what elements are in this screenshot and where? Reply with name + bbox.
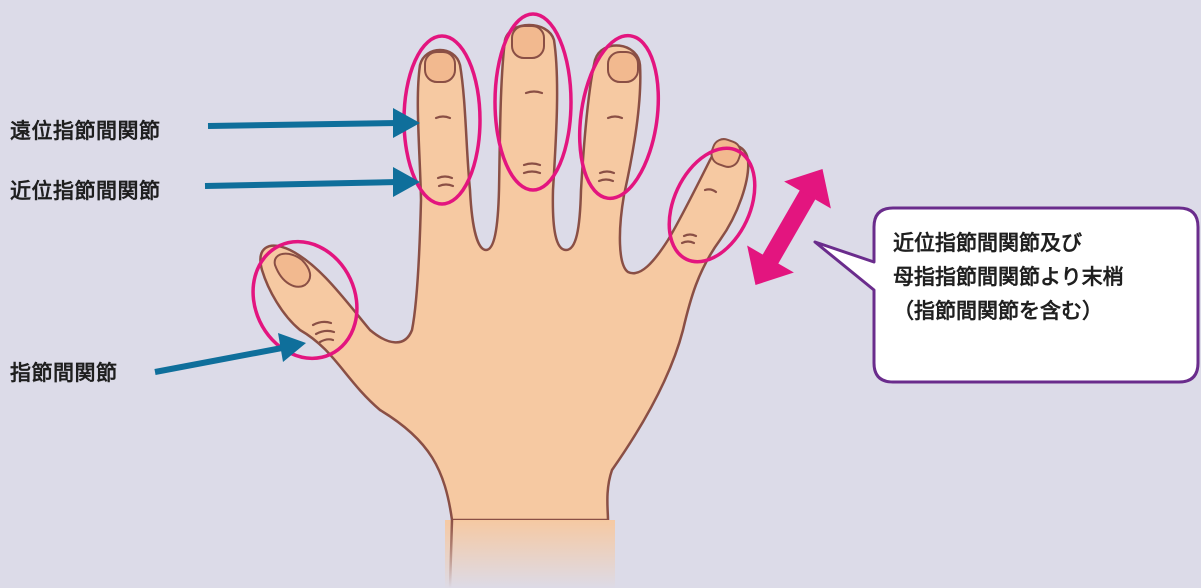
distal-arrow-head bbox=[393, 108, 420, 138]
thumb-arrow-line bbox=[155, 348, 282, 372]
pointer-arrows bbox=[155, 108, 420, 372]
callout-text: 近位指節間関節及び 母指指節間関節より末梢 （指節間関節を含む） bbox=[893, 226, 1193, 328]
index-nail bbox=[425, 52, 455, 82]
thumb-ip-joint-label: 指節間関節 bbox=[10, 357, 118, 387]
proximal-ip-joint-label: 近位指節間関節 bbox=[10, 175, 161, 205]
callout-line-3: （指節間関節を含む） bbox=[893, 294, 1193, 328]
callout-line-1: 近位指節間関節及び bbox=[893, 226, 1193, 260]
callout-line-2: 母指指節間関節より末梢 bbox=[893, 260, 1193, 294]
proximal-arrow-line bbox=[205, 182, 398, 186]
middle-nail bbox=[512, 26, 544, 58]
wrist bbox=[445, 520, 615, 588]
range-arrow bbox=[732, 155, 846, 298]
proximal-arrow-head bbox=[393, 167, 420, 197]
hand-shape bbox=[260, 25, 748, 520]
ring-nail bbox=[608, 52, 638, 82]
distal-ip-joint-label: 遠位指節間関節 bbox=[10, 115, 161, 145]
distal-arrow-line bbox=[208, 123, 398, 126]
